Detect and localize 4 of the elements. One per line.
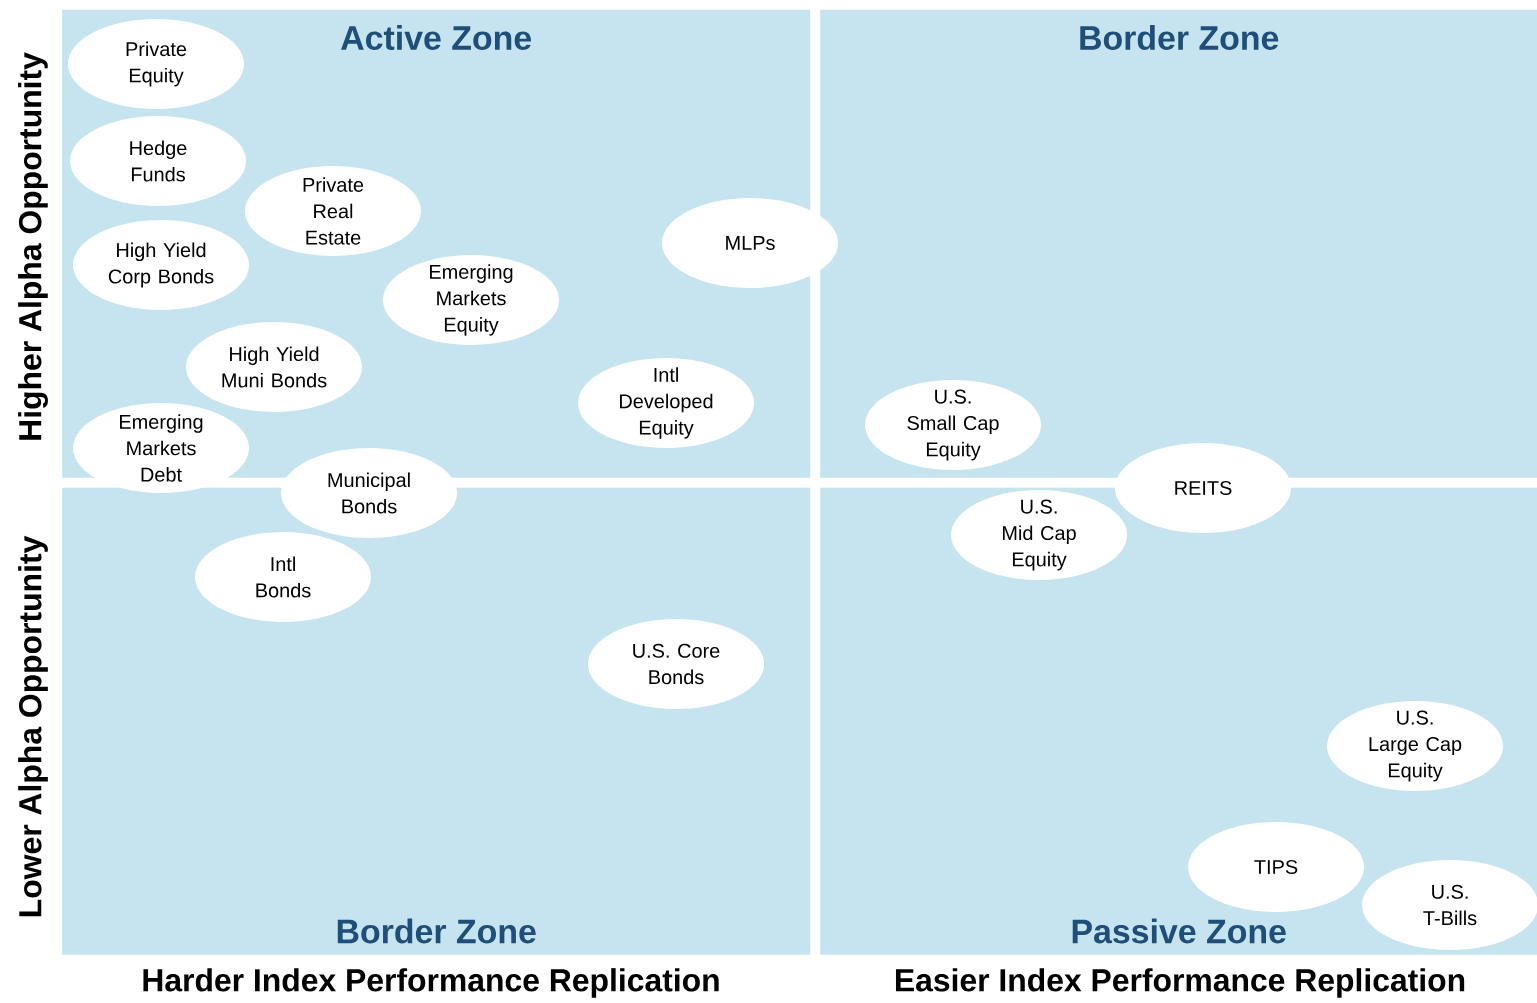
axis-label: Higher Alpha Opportunity bbox=[18, 52, 48, 440]
axis-label: Easier Index Performance Replication bbox=[896, 968, 1465, 998]
axis-label: Harder Index Performance Replication bbox=[143, 968, 719, 998]
axis-label: Lower Alpha Opportunity bbox=[18, 535, 48, 917]
